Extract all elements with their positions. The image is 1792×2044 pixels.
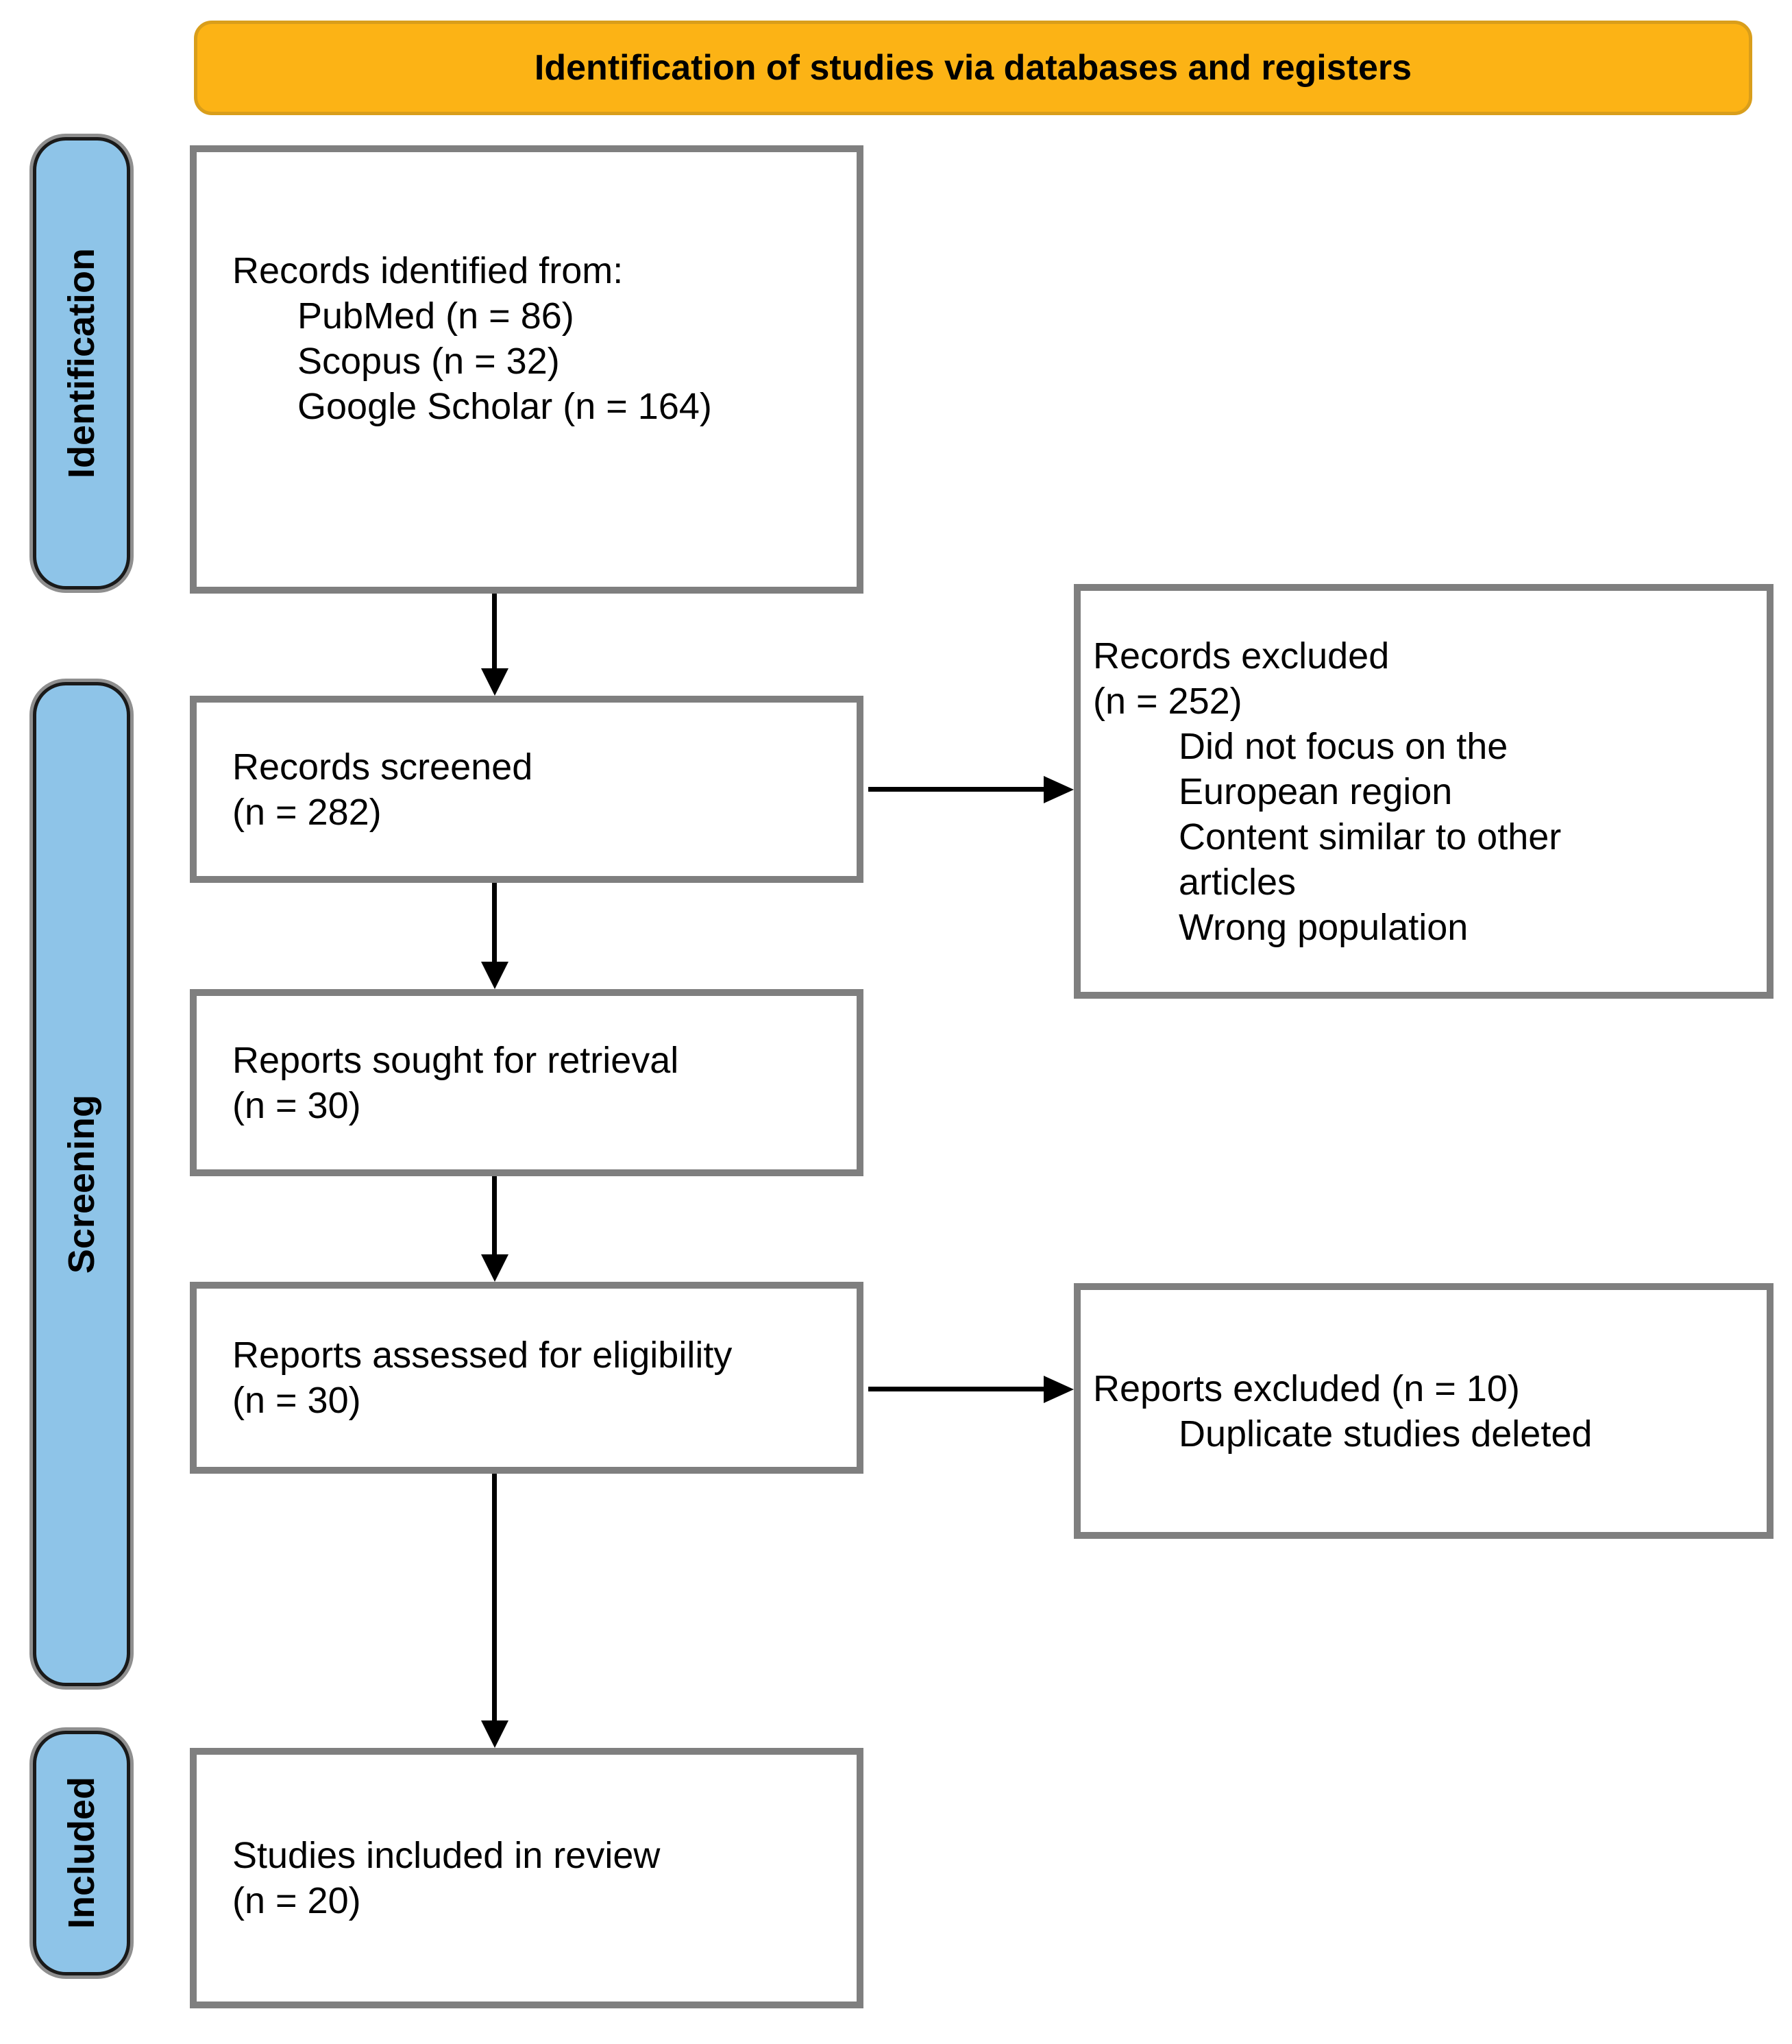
stage-bar-identification: Identification: [33, 137, 130, 589]
arrow-identified-to-screened-head-icon: [481, 668, 508, 696]
stage-label-screening: Screening: [61, 1094, 102, 1274]
stage-bar-screening: Screening: [33, 682, 130, 1686]
banner-title: Identification of studies via databases …: [534, 48, 1412, 88]
reports-assessed-count: (n = 30): [232, 1380, 361, 1421]
reports-assessed-title: Reports assessed for eligibility: [232, 1335, 733, 1376]
arrow-sought-to-assessed-head-icon: [481, 1254, 508, 1282]
box-records-screened: Records screened (n = 282): [190, 696, 863, 883]
box-records-excluded: Records excluded (n = 252) Did not focus…: [1074, 584, 1773, 999]
stage-bar-included: Included: [33, 1731, 130, 1975]
box-studies-included: Studies included in review (n = 20): [190, 1748, 863, 2008]
reports-sought-title: Reports sought for retrieval: [232, 1039, 679, 1081]
stage-label-identification: Identification: [61, 248, 102, 478]
box-records-identified: Records identified from: PubMed (n = 86)…: [190, 145, 863, 594]
arrow-sought-to-assessed-line: [492, 1176, 497, 1254]
box-reports-excluded: Reports excluded (n = 10) Duplicate stud…: [1074, 1283, 1773, 1539]
arrow-assessed-to-reports-excluded-head-icon: [1044, 1376, 1074, 1403]
records-excluded-reason: Did not focus on the European region: [1179, 725, 1508, 812]
arrow-screened-to-sought-head-icon: [481, 962, 508, 989]
banner: Identification of studies via databases …: [194, 21, 1752, 115]
arrow-screened-to-records-excluded-head-icon: [1044, 776, 1074, 803]
studies-included-title: Studies included in review: [232, 1835, 661, 1876]
records-screened-count: (n = 282): [232, 791, 382, 833]
records-excluded-count: (n = 252): [1093, 680, 1242, 722]
records-identified-source-google-scholar: Google Scholar (n = 164): [297, 386, 712, 427]
stage-label-included: Included: [61, 1777, 102, 1930]
records-identified-source-scopus: Scopus (n = 32): [297, 341, 560, 382]
records-excluded-title: Records excluded: [1093, 635, 1390, 677]
records-screened-title: Records screened: [232, 746, 533, 788]
records-excluded-reason: Content similar to other articles: [1179, 816, 1562, 903]
reports-sought-count: (n = 30): [232, 1084, 361, 1126]
arrow-assessed-to-included-head-icon: [481, 1720, 508, 1748]
box-reports-sought: Reports sought for retrieval (n = 30): [190, 989, 863, 1176]
reports-excluded-title: Reports excluded (n = 10): [1093, 1367, 1520, 1409]
records-identified-source-pubmed: PubMed (n = 86): [297, 295, 574, 337]
studies-included-count: (n = 20): [232, 1880, 361, 1921]
arrow-screened-to-sought-line: [492, 883, 497, 962]
reports-excluded-reason: Duplicate studies deleted: [1179, 1413, 1593, 1455]
records-identified-title: Records identified from:: [232, 250, 624, 291]
arrow-assessed-to-reports-excluded-line: [868, 1387, 1044, 1391]
box-reports-assessed: Reports assessed for eligibility (n = 30…: [190, 1282, 863, 1474]
records-excluded-reason: Wrong population: [1179, 906, 1469, 948]
arrow-identified-to-screened-line: [492, 594, 497, 668]
arrow-assessed-to-included-line: [492, 1474, 497, 1720]
arrow-screened-to-records-excluded-line: [868, 787, 1044, 792]
